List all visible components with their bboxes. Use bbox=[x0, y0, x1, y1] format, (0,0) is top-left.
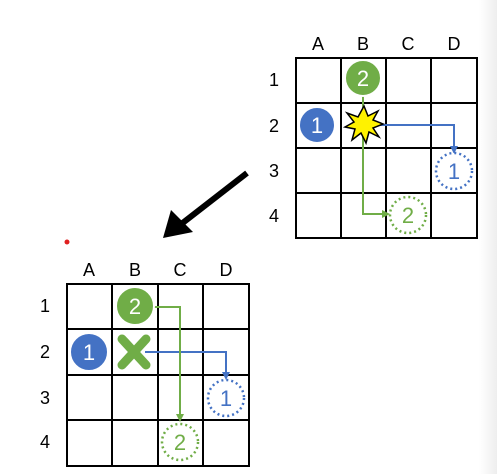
column-label-d: D bbox=[448, 34, 461, 54]
path-agent-1 bbox=[361, 124, 458, 154]
agent-2-label: 2 bbox=[129, 294, 141, 319]
bottom-grid-lines bbox=[66, 283, 250, 467]
agent-1-start: 1 bbox=[298, 106, 336, 144]
agent-2-start: 2 bbox=[115, 286, 155, 326]
agent-1-goal: 1 bbox=[206, 378, 246, 418]
column-label-a: A bbox=[312, 34, 324, 54]
column-label-a: A bbox=[83, 260, 95, 280]
agent-1-goal-label: 1 bbox=[220, 386, 232, 411]
row-label-4: 4 bbox=[269, 206, 279, 226]
top-grid-row-headers: 1 2 3 4 bbox=[269, 70, 279, 226]
agent-2-start: 2 bbox=[344, 59, 382, 97]
top-grid-lines bbox=[295, 57, 478, 239]
row-label-4: 4 bbox=[40, 432, 50, 452]
down-left-arrow-icon bbox=[163, 170, 249, 238]
path-agent-2 bbox=[154, 306, 184, 422]
bottom-grid-row-headers: 1 2 3 4 bbox=[40, 296, 50, 452]
agent-2-goal-label: 2 bbox=[402, 203, 414, 228]
agent-2-label: 2 bbox=[357, 66, 369, 91]
page-edge-shadow bbox=[479, 0, 497, 474]
row-label-3: 3 bbox=[269, 161, 279, 181]
column-label-c: C bbox=[174, 260, 187, 280]
agent-1-goal: 1 bbox=[434, 151, 474, 191]
bottom-grid: A B C D 1 2 3 4 1 bbox=[40, 260, 250, 467]
agent-1-label: 1 bbox=[83, 340, 95, 365]
column-label-d: D bbox=[220, 260, 233, 280]
agent-1-start: 1 bbox=[69, 332, 109, 372]
row-label-1: 1 bbox=[269, 70, 279, 90]
cross-icon bbox=[117, 334, 151, 370]
row-label-3: 3 bbox=[40, 388, 50, 408]
red-dot bbox=[64, 239, 70, 245]
path-agent-1 bbox=[145, 351, 230, 380]
column-label-c: C bbox=[402, 34, 415, 54]
column-label-b: B bbox=[129, 260, 141, 280]
column-label-b: B bbox=[357, 34, 369, 54]
top-grid: A B C D 1 2 3 4 1 bbox=[269, 34, 478, 239]
agent-1-goal-label: 1 bbox=[448, 159, 460, 184]
row-label-1: 1 bbox=[40, 296, 50, 316]
agent-2-goal: 2 bbox=[160, 422, 200, 462]
row-label-2: 2 bbox=[40, 342, 50, 362]
collision-burst-icon bbox=[342, 104, 386, 146]
top-grid-column-headers: A B C D bbox=[312, 34, 461, 54]
agent-2-goal-label: 2 bbox=[174, 430, 186, 455]
agent-1-label: 1 bbox=[311, 113, 323, 138]
bottom-grid-column-headers: A B C D bbox=[83, 260, 233, 280]
agent-2-goal: 2 bbox=[388, 195, 428, 235]
row-label-2: 2 bbox=[269, 116, 279, 136]
